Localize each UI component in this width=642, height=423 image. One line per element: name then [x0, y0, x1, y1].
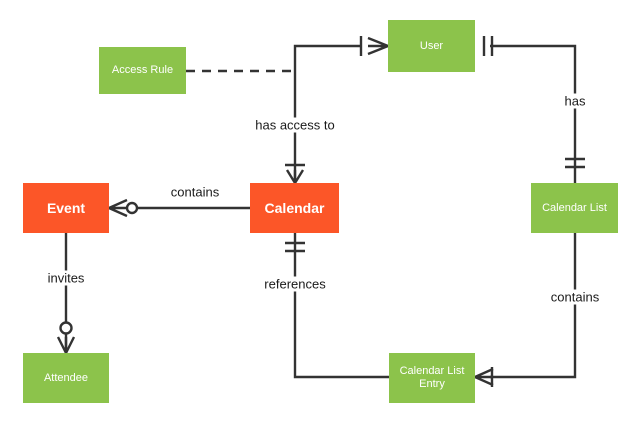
notation-crowfoot-event-right: [108, 198, 128, 218]
notation-crowfoot-attendee-top: [56, 336, 76, 354]
entity-calendar-list[interactable]: Calendar List: [531, 183, 618, 233]
edge-calendarlist-cle: [490, 233, 577, 379]
entity-label: Access Rule: [111, 64, 174, 77]
entity-calendar-list-entry[interactable]: Calendar List Entry: [389, 353, 475, 403]
relationship-label-contains-left: contains: [167, 184, 223, 200]
notation-circle-event-right: [125, 201, 139, 215]
entity-user[interactable]: User: [388, 20, 475, 72]
entity-label: Attendee: [43, 371, 89, 384]
edge-calendar-cle: [293, 233, 389, 379]
notation-crowfoot-user-left: [367, 36, 389, 56]
entity-label: Event: [46, 199, 86, 216]
notation-circle-attendee-top: [59, 321, 73, 335]
entity-event[interactable]: Event: [23, 183, 109, 233]
entity-access-rule[interactable]: Access Rule: [99, 47, 186, 94]
entity-label: Calendar List Entry: [399, 365, 465, 390]
relationship-label-has: has: [561, 93, 589, 109]
entity-label: Calendar List: [542, 201, 607, 214]
relationship-label-contains-right: contains: [547, 289, 603, 305]
notation-crowfoot-calendar-top: [285, 169, 305, 184]
relationship-label-references: references: [261, 276, 329, 292]
entity-label: User: [419, 39, 444, 52]
notation-crowfoot-cle-right: [474, 367, 494, 387]
edge-user-calendarlist: [490, 44, 577, 183]
entity-calendar[interactable]: Calendar: [250, 183, 339, 233]
entity-label: Calendar: [264, 199, 325, 216]
edge-user-calendar: [293, 44, 361, 183]
entity-attendee[interactable]: Attendee: [23, 353, 109, 403]
relationship-label-has-access-to: has access to: [252, 117, 338, 133]
relationship-label-invites: invites: [44, 270, 88, 286]
